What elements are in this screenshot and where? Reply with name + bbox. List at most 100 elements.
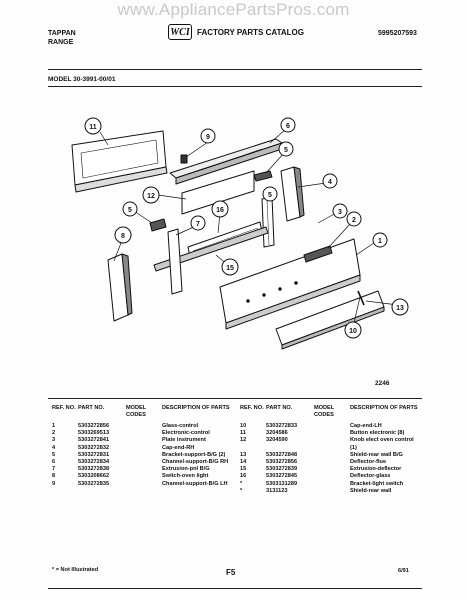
model-codes [314,430,350,437]
parts-table-left: REF. NO. PART NO. MODEL CODES DESCRIPTIO… [52,405,234,488]
part-plate-instrument [219,238,361,330]
table-row: 13 5303272848 Shield-rear wall B/G [240,452,422,459]
part-electronic-control [303,245,333,263]
header-divider [48,69,422,70]
part-description: Extrusion-deflector [350,466,402,473]
callout-16: 16 [211,200,229,218]
part-number: 5303272838 [78,466,110,473]
svg-text:3: 3 [338,209,342,216]
ref-number: 4 [52,444,56,451]
callout-6: 5 [262,186,278,202]
ref-number: 5 [52,451,56,458]
watermark-text: www.AppliancePartsPros.com [117,0,350,19]
ref-number: 3 [52,437,56,444]
header-model-codes: MODEL CODES [126,405,147,418]
svg-text:1: 1 [378,238,382,245]
header-model-codes: MODEL CODES [314,405,335,418]
header-ref: REF. NO. [52,405,76,411]
part-description: Plate instrument [162,437,206,444]
part-extrusion-deflector [153,226,269,272]
part-description: Shield-rear wall [350,487,392,494]
part-number: 5303272848 [266,451,298,458]
part-number: 5303269513 [78,430,110,437]
model-codes [126,481,162,488]
part-number: 5303272834 [78,459,110,466]
model-codes [314,473,350,480]
svg-text:16: 16 [216,207,224,214]
ref-number: 16 [240,473,247,480]
callout-12: 13 [391,298,409,316]
ref-number: 15 [240,466,247,473]
part-description: Channel-support-B/G LH [162,480,228,487]
part-number: 3204586 [266,430,288,437]
model-codes [314,437,350,451]
model-codes [314,466,350,473]
svg-text:15: 15 [226,265,234,272]
header-part: PART NO. [266,405,293,411]
part-description: Deflector-glass [350,473,391,480]
part-number: 3204590 [266,437,288,444]
part-oven-light-switch [180,154,188,164]
ref-number: * [240,480,243,487]
model-codes [126,437,162,444]
svg-text:13: 13 [396,305,404,312]
part-knob [357,290,365,306]
callout-group: 11 9 6 5 4 12 5 3 2 1 5 8 7 16 15 13 10 [84,117,409,339]
brand-block: TAPPAN RANGE [48,29,76,47]
svg-text:5: 5 [128,207,132,214]
part-bracket-upper [253,170,273,182]
part-cap-end-rh [280,166,305,222]
svg-text:9: 9 [206,134,210,141]
model-codes [126,445,162,452]
not-illustrated-note: * = Not Illustrated [52,567,99,573]
model-codes [314,481,350,488]
part-description: Shield-rear wall B/G [350,451,403,458]
callout-14: 12 [142,186,160,204]
part-description: Cap-end-LH [350,423,382,429]
svg-text:8: 8 [121,233,125,240]
catalog-logo: WCI FACTORY PARTS CATALOG [168,22,304,42]
ref-number: 11 [240,430,246,437]
ref-number: 12 [240,437,247,444]
svg-text:12: 12 [147,193,155,200]
table-header-row: REF. NO. PART NO. MODEL CODES DESCRIPTIO… [52,405,234,423]
model-codes [314,459,350,466]
svg-text:11: 11 [89,124,97,131]
part-description: Switch-oven light [162,473,209,480]
callout-2: 2 [346,211,362,227]
exploded-parts-diagram: 11 9 6 5 4 12 5 3 2 1 5 8 7 16 15 13 10 [71,117,409,350]
ref-number: 6 [52,459,56,466]
ref-number: 9 [52,480,56,487]
part-cap-end-lh [107,253,133,322]
figure-number: 2246 [375,380,390,387]
brand-name: TAPPAN [48,30,76,37]
model-codes [126,423,162,430]
svg-text:7: 7 [196,221,200,228]
ref-number: 10 [240,423,247,429]
parts-table-right: REF. NO. PART NO. MODEL CODES DESCRIPTIO… [240,405,422,495]
svg-text:4: 4 [328,179,332,186]
part-number: 5303272839 [266,466,298,473]
catalog-title: FACTORY PARTS CATALOG [197,27,304,37]
header-ref: REF. NO. [240,405,264,411]
ref-number: 7 [52,466,56,473]
callout-10: 8 [114,226,132,244]
part-number: 5303272832 [78,444,110,451]
callout-5-lower: 5 [122,201,138,217]
part-description: Extrusion-pnl B/G [162,466,210,473]
part-number: 5303208662 [78,473,110,480]
product-type: RANGE [48,39,74,46]
part-channel-support-lh [167,228,183,295]
part-number: 5303272831 [78,451,110,458]
model-codes [126,452,162,459]
ref-number: 13 [240,451,247,458]
